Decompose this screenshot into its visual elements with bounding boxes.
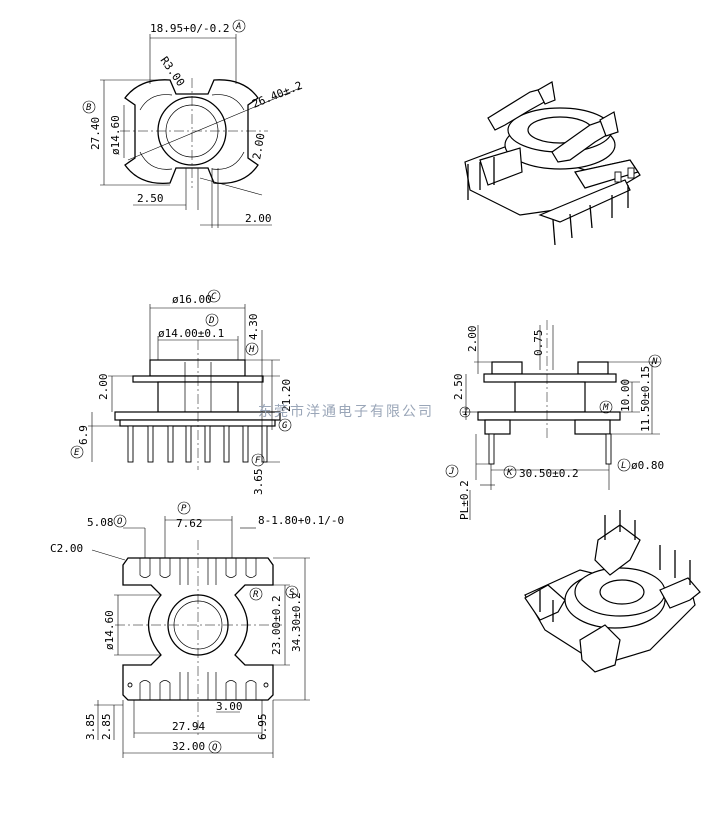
bottom-body-outline	[122, 557, 274, 701]
side-pl-label: PL±0.2	[458, 480, 471, 520]
front-base-label: 6.9	[77, 425, 90, 445]
side-base	[477, 411, 621, 421]
ref-p: P	[181, 504, 187, 514]
ref-a: A	[235, 22, 241, 32]
top-view: 18.95+0/-0.2 A R3.00 26.40±.2 B 27.40 ø1…	[82, 19, 304, 228]
bottom-bore-label: ø14.60	[103, 610, 116, 650]
ref-d: D	[208, 316, 214, 326]
side-core-label: 10.00	[619, 379, 632, 412]
top-slot-label: 2.00	[250, 132, 267, 160]
side-pin-label: ø0.80	[631, 459, 664, 472]
front-height-label: 21.20	[280, 379, 293, 412]
top-flange-lines	[139, 94, 245, 170]
ref-r: R	[253, 590, 259, 600]
ref-n: N	[651, 357, 658, 367]
top-diag-label: 26.40±.2	[250, 79, 304, 111]
side-top-flange	[483, 373, 617, 383]
bottom-total-label: 32.00	[172, 740, 205, 753]
bottom-slot-label: 8-1.80+0.1/-0	[258, 514, 344, 527]
bottom-385-label: 3.85	[84, 714, 97, 741]
ref-i: I	[463, 408, 469, 418]
side-top-label: 2.00	[466, 326, 479, 353]
top-width-label: 18.95+0/-0.2	[150, 22, 229, 35]
watermark: 东莞市洋通电子有限公司	[258, 403, 434, 420]
ref-a-circle	[232, 19, 246, 33]
ref-h: H	[248, 345, 255, 355]
front-pins	[127, 425, 268, 463]
ref-c: C	[211, 292, 217, 302]
bottom-top-slots	[139, 558, 257, 585]
bottom-lower-slots	[139, 672, 257, 700]
bottom-left-label: 5.08	[87, 516, 114, 529]
ref-b: B	[86, 103, 92, 113]
front-top-flange	[149, 359, 246, 377]
top-offset-label: 2.50	[137, 192, 164, 205]
side-slot-label: 0.75	[532, 330, 545, 357]
ref-j: J	[448, 467, 454, 477]
top-bore-label: ø14.60	[109, 115, 122, 155]
isometric-view-top	[464, 81, 641, 246]
ref-l: L	[621, 461, 626, 471]
ref-s: S	[289, 588, 295, 598]
bottom-outer-label: 34.30±0.2	[290, 592, 303, 652]
bottom-285-label: 2.85	[100, 714, 113, 741]
side-core	[514, 381, 586, 413]
ref-g: G	[282, 421, 288, 431]
side-body-label: 2.50	[452, 374, 465, 401]
bottom-chamfer-label: C2.00	[50, 542, 83, 555]
bottom-pin-span-label: 27.94	[172, 720, 205, 733]
top-diag-dimline	[127, 87, 301, 161]
front-base	[114, 411, 281, 421]
bottom-foot-label: 3.00	[216, 700, 243, 713]
side-height-label: 11.50±0.15	[639, 366, 652, 432]
ref-q: Q	[212, 743, 218, 753]
bottom-view: 5.08 O P 7.62 8-1.80+0.1/-0 C2.00 ø14.60…	[50, 501, 344, 758]
ref-k: K	[506, 468, 513, 478]
front-flange-label: 4.30	[247, 314, 260, 341]
front-step-label: 2.00	[97, 374, 110, 401]
ref-f: F	[255, 456, 261, 466]
isometric-view-bottom	[524, 510, 701, 673]
side-view: 2.00 0.75 N 2.50 I M 10.00 11.50±0.15 J …	[445, 320, 664, 520]
bottom-695-label: 6.95	[256, 714, 269, 741]
side-span-label: 30.50±0.2	[519, 467, 579, 480]
top-body-outline	[124, 79, 259, 185]
ref-m: M	[602, 403, 609, 413]
front-pin-label: 3.65	[252, 469, 265, 496]
front-inner-label: ø14.00±0.1	[158, 327, 224, 340]
top-gap-label: 2.00	[245, 212, 272, 225]
front-view: ø16.00 C D ø14.00±0.1 H 4.30 2.00 G 21.2…	[70, 289, 293, 496]
bottom-pitch-label: 7.62	[176, 517, 203, 530]
top-radius-label: R3.00	[158, 54, 188, 89]
bottom-inner-label: 23.00±0.2	[270, 595, 283, 655]
ref-e: E	[74, 448, 80, 458]
front-outer-label: ø16.00	[172, 293, 212, 306]
ref-o: O	[117, 517, 123, 527]
top-height-label: 27.40	[89, 117, 102, 150]
